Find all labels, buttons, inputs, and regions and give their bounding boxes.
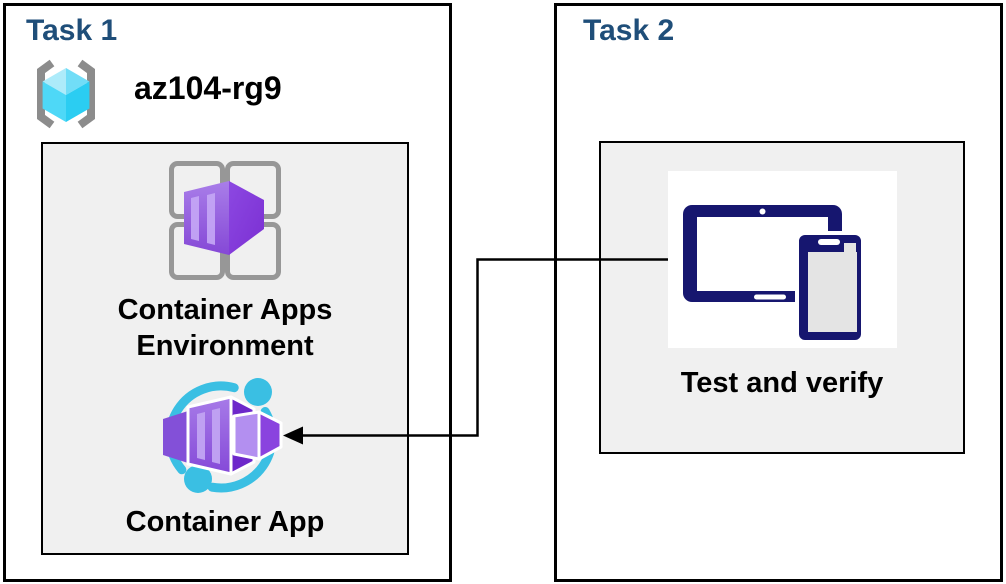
test-verify-label: Test and verify (680, 367, 884, 399)
devices-icon-card (668, 171, 897, 348)
container-apps-environment-icon (169, 161, 281, 280)
task2-title: Task 2 (583, 14, 675, 47)
container-app-icon (163, 378, 283, 493)
cyan-cube-shape (42, 68, 90, 122)
task2-panel: Task 2 T (554, 3, 1003, 582)
right-bracket-shape (77, 59, 95, 129)
tablet-phone-devices-icon (683, 205, 865, 344)
container-app-label: Container App (125, 506, 325, 538)
phone-shape (795, 231, 865, 344)
task1-panel: Task 1 az104-rg9 (3, 3, 452, 582)
task1-title: Task 1 (26, 14, 118, 47)
orbit-dot-top (244, 378, 272, 406)
left-bracket-shape (37, 59, 55, 129)
orbit-dot-bottom (184, 465, 212, 493)
container-apps-environment-box: Container Apps Environment (41, 142, 409, 555)
environment-label: Container Apps Environment (117, 294, 333, 362)
container-boxes-shape (163, 395, 283, 476)
resource-group-name: az104-rg9 (134, 70, 282, 106)
container-box-shape (184, 181, 264, 255)
resource-group-icon (37, 59, 95, 129)
test-verify-box: Test and verify (599, 141, 965, 454)
